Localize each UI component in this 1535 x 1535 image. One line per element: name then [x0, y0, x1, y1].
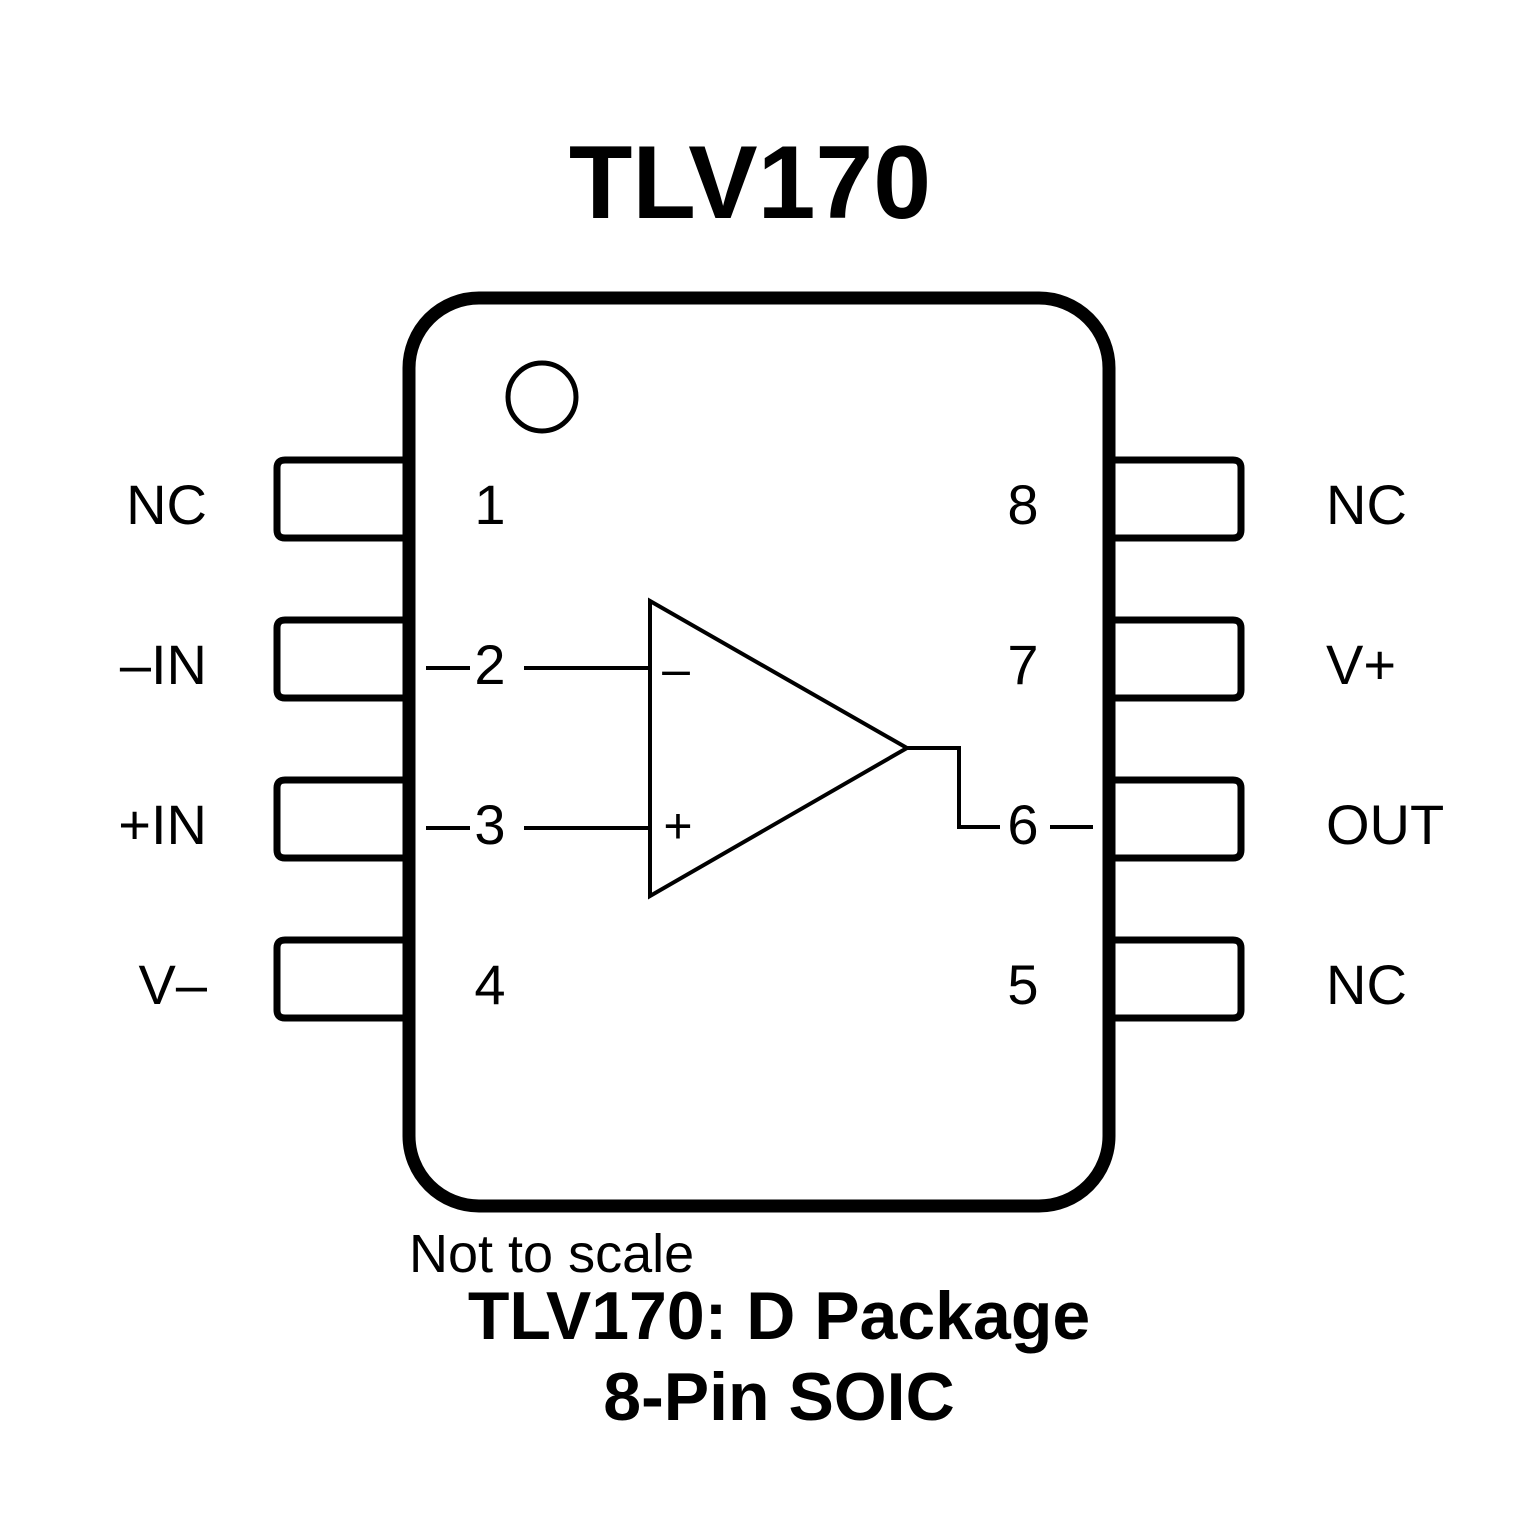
pin-pad-5: [1110, 936, 1245, 1022]
pin-label-6: OUT: [1326, 793, 1444, 856]
pin-pad-1: [273, 456, 408, 542]
pin-pad-6: [1110, 776, 1245, 862]
pin-pad-4: [273, 936, 408, 1022]
pin-number-2: 2: [474, 633, 505, 696]
pin-number-6: 6: [1007, 793, 1038, 856]
circuit-wires: [426, 666, 1093, 830]
pin-number-7: 7: [1007, 633, 1038, 696]
package-body: [402, 291, 1116, 1213]
right-pins: [1110, 456, 1245, 1022]
pin-label-1: NC: [126, 473, 207, 536]
opamp-inverting-symbol: –: [662, 641, 690, 697]
pin-label-8: NC: [1326, 473, 1407, 536]
wire-output-to-pin6: [907, 746, 1000, 829]
not-to-scale-note: Not to scale: [409, 1224, 694, 1284]
package-caption-line2: 8-Pin SOIC: [603, 1359, 954, 1435]
diagram-title: TLV170: [569, 125, 931, 241]
pin-number-4: 4: [474, 953, 505, 1016]
pin-label-5: NC: [1326, 953, 1407, 1016]
package-caption-line1: TLV170: D Package: [468, 1278, 1090, 1354]
pin-pad-8: [1110, 456, 1245, 542]
pin-number-5: 5: [1007, 953, 1038, 1016]
pin-label-7: V+: [1326, 633, 1396, 696]
pin-pad-2: [273, 616, 408, 702]
pin-label-4: V–: [139, 953, 208, 1016]
pin-label-3: +IN: [118, 793, 207, 856]
pin-number-3: 3: [474, 793, 505, 856]
opamp-noninverting-symbol: +: [663, 798, 692, 854]
pin-number-1: 1: [474, 473, 505, 536]
opamp-triangle-icon: [648, 597, 912, 900]
left-pins: [273, 456, 408, 1022]
pin-label-2: –IN: [120, 633, 207, 696]
pin1-indicator-circle: [505, 360, 579, 434]
pin-pad-7: [1110, 616, 1245, 702]
pin-number-8: 8: [1007, 473, 1038, 536]
pin-pad-3: [273, 776, 408, 862]
